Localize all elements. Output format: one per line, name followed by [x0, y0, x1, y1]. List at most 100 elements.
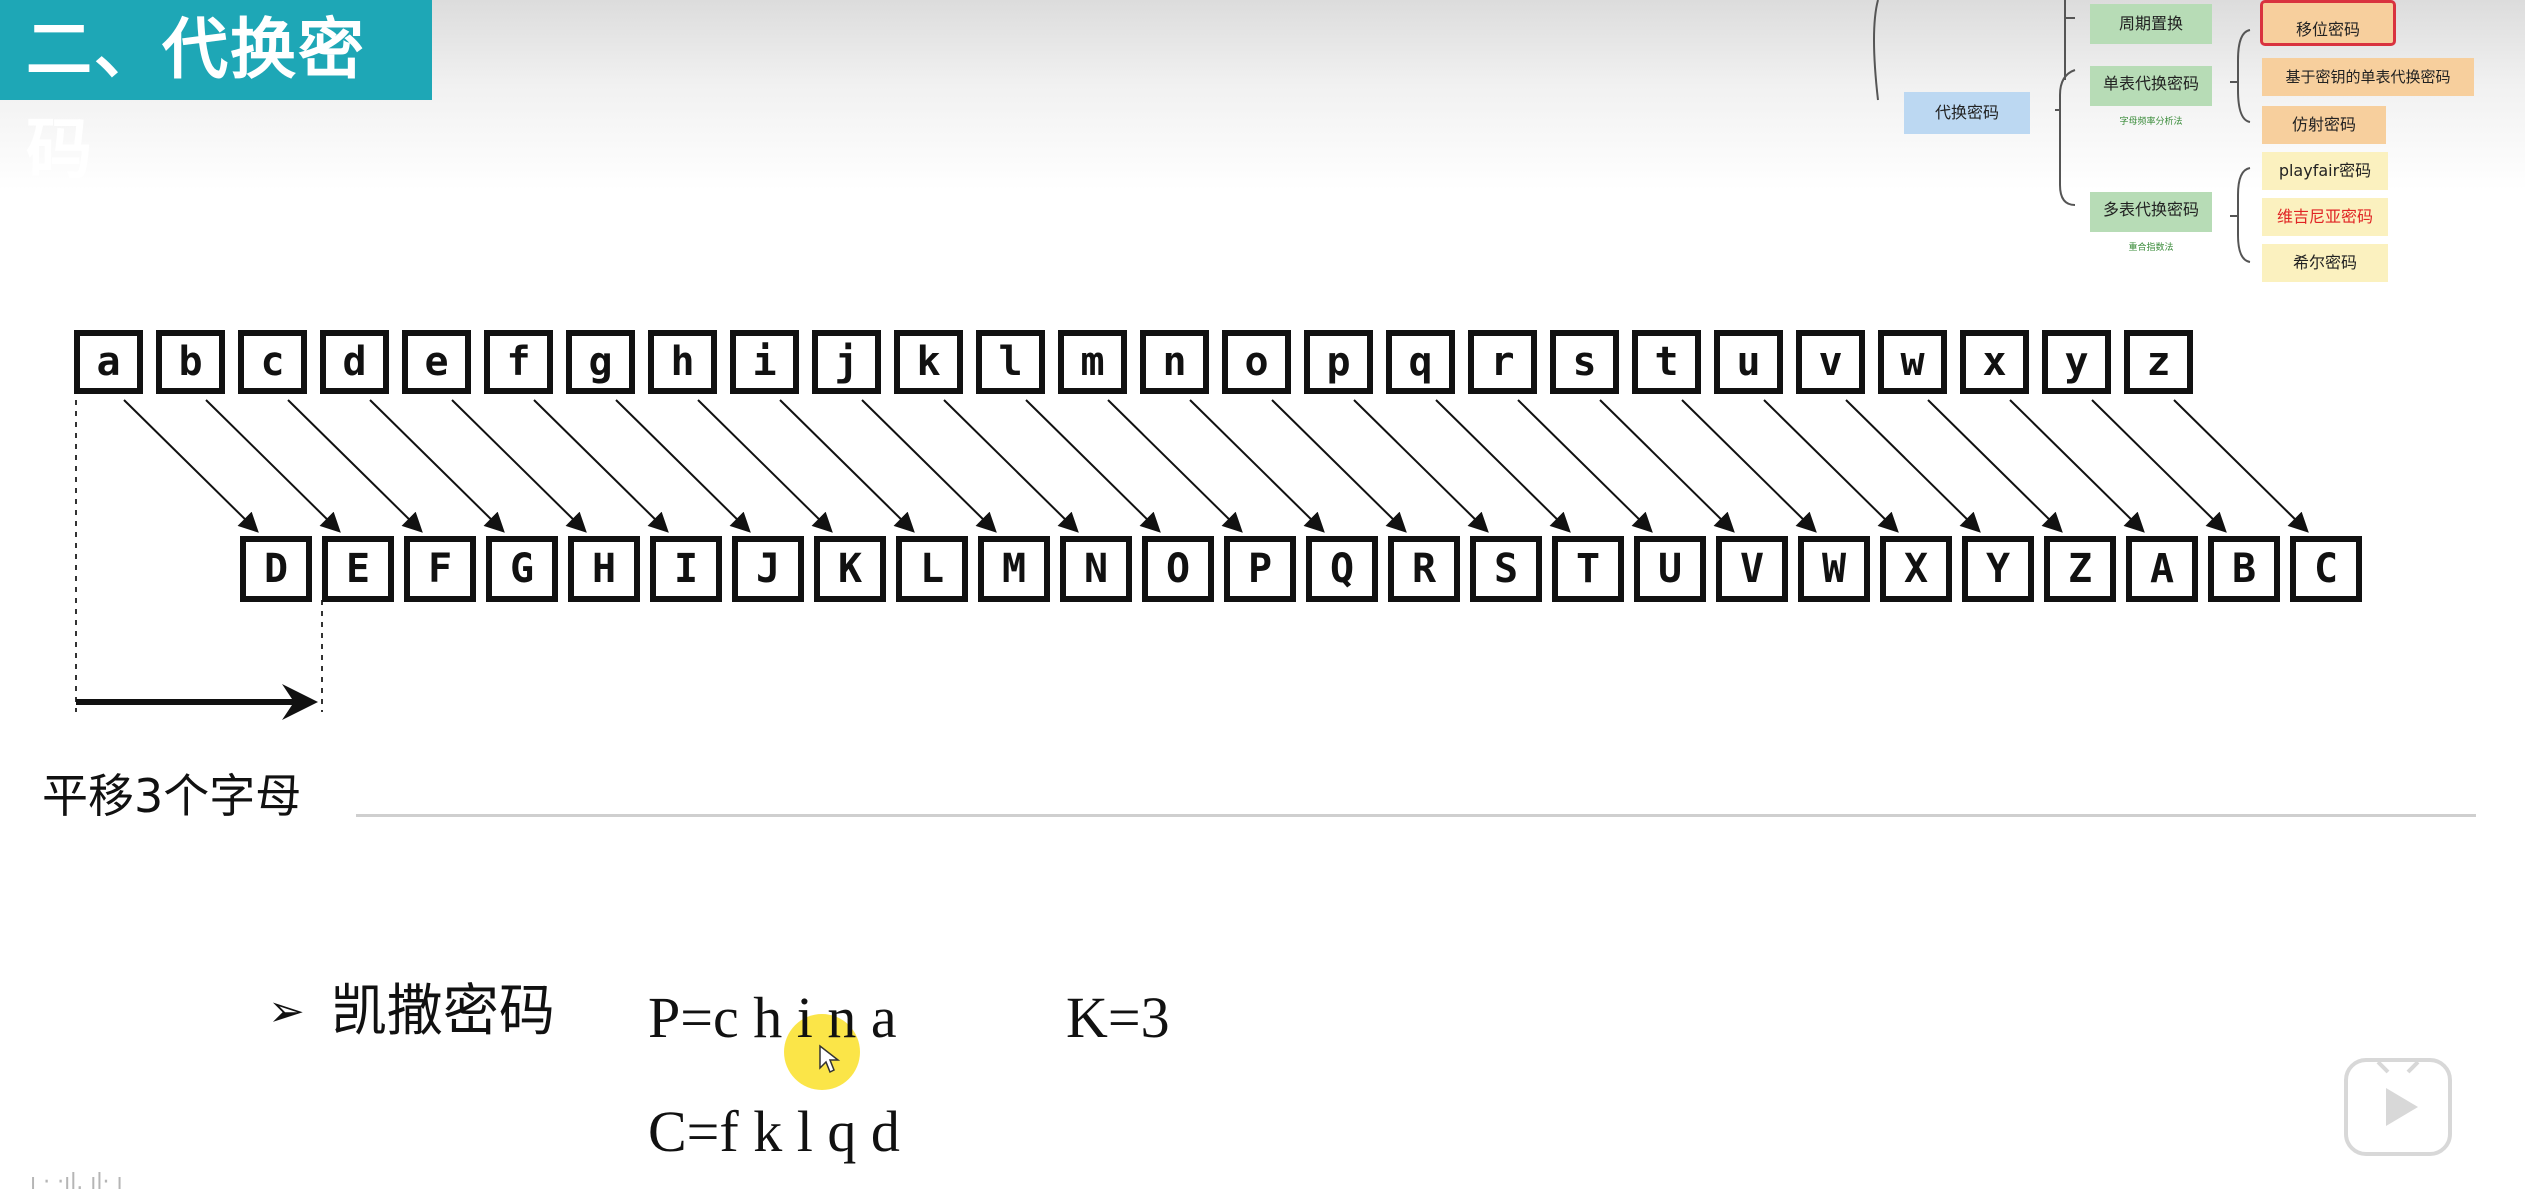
mapping-arrow — [697, 399, 833, 533]
cipher-letter-box: I — [650, 536, 722, 602]
mapping-arrow — [1681, 399, 1817, 533]
mapping-arrow — [2091, 399, 2227, 533]
mapping-arrow — [943, 399, 1079, 533]
mapping-arrow — [369, 399, 505, 533]
cipher-letter-box: K — [814, 536, 886, 602]
plain-letter-box: k — [894, 330, 963, 394]
mindmap-vigenere-node: 维吉尼亚密码 — [2262, 198, 2388, 236]
cipher-letter-box: B — [2208, 536, 2280, 602]
cipher-letter-box: H — [568, 536, 640, 602]
mapping-arrow — [1107, 399, 1243, 533]
cipher-letter-box: D — [240, 536, 312, 602]
plain-letter-box: p — [1304, 330, 1373, 394]
mapping-arrow — [615, 399, 751, 533]
plain-letter-box: f — [484, 330, 553, 394]
plain-letter-box: r — [1468, 330, 1537, 394]
mindmap-affine-node: 仿射密码 — [2262, 106, 2386, 144]
mapping-arrow — [1763, 399, 1899, 533]
cipher-letter-box: P — [1224, 536, 1296, 602]
cipher-letter-box: V — [1716, 536, 1788, 602]
mindmap-connectors-right — [2230, 29, 2251, 263]
ciphertext-formula: C=f k l q d — [648, 1099, 900, 1164]
plaintext-formula: P=c h i n a — [648, 985, 897, 1050]
plain-letter-box: u — [1714, 330, 1783, 394]
cipher-letter-box: F — [404, 536, 476, 602]
cipher-letter-box: W — [1798, 536, 1870, 602]
mindmap-shift-cipher-node: 移位密码 — [2260, 0, 2396, 46]
plain-letter-box: c — [238, 330, 307, 394]
plain-letter-box: l — [976, 330, 1045, 394]
mindmap-mono-node: 单表代换密码 字母频率分析法 — [2090, 66, 2212, 127]
mapping-arrow — [1271, 399, 1407, 533]
mindmap-keyed-mono-node: 基于密钥的单表代换密码 — [2262, 58, 2474, 96]
plain-letter-box: i — [730, 330, 799, 394]
mapping-arrow — [123, 399, 259, 533]
mapping-arrow — [205, 399, 341, 533]
cipher-letter-box: E — [322, 536, 394, 602]
mapping-arrow — [1599, 399, 1735, 533]
cipher-letter-box: X — [1880, 536, 1952, 602]
caesar-label: 凯撒密码 — [330, 979, 555, 1044]
mapping-arrow — [1353, 399, 1489, 533]
mapping-arrow — [779, 399, 915, 533]
plain-letter-box: x — [1960, 330, 2029, 394]
mindmap-periodic-node: 周期置换 — [2090, 4, 2212, 44]
plain-letter-box: e — [402, 330, 471, 394]
cipher-letter-box: N — [1060, 536, 1132, 602]
cipher-letter-box: L — [896, 536, 968, 602]
plain-letter-box: w — [1878, 330, 1947, 394]
plain-letter-box: j — [812, 330, 881, 394]
mapping-arrow — [533, 399, 669, 533]
cipher-letter-box: C — [2290, 536, 2362, 602]
cipher-letter-box: U — [1634, 536, 1706, 602]
cipher-letter-box: O — [1142, 536, 1214, 602]
plain-letter-box: v — [1796, 330, 1865, 394]
plain-letter-box: s — [1550, 330, 1619, 394]
shift-diagram-arrows — [75, 399, 2309, 720]
mapping-arrow — [1189, 399, 1325, 533]
mindmap-poly-node: 多表代换密码 重合指数法 — [2090, 192, 2212, 253]
mindmap-hill-node: 希尔密码 — [2262, 244, 2388, 282]
plain-letter-box: z — [2124, 330, 2193, 394]
plain-letter-box: n — [1140, 330, 1209, 394]
cipher-letter-box: Z — [2044, 536, 2116, 602]
plain-letter-box: t — [1632, 330, 1701, 394]
mapping-arrow — [451, 399, 587, 533]
plain-letter-box: h — [648, 330, 717, 394]
faint-bottom-text: ı · ·ıl. ıl· ı — [30, 1170, 123, 1195]
shift-caption: 平移3个字母 — [42, 769, 302, 823]
mapping-arrow — [287, 399, 423, 533]
cipher-letter-box: T — [1552, 536, 1624, 602]
mapping-arrow — [1927, 399, 2063, 533]
mapping-arrow — [1517, 399, 1653, 533]
cipher-letter-box: R — [1388, 536, 1460, 602]
cipher-letter-box: J — [732, 536, 804, 602]
play-icon — [2376, 1062, 2420, 1126]
mindmap-root-node: 代换密码 — [1904, 92, 2030, 134]
mapping-arrow — [1025, 399, 1161, 533]
cipher-letter-box: M — [978, 536, 1050, 602]
plain-letter-box: a — [74, 330, 143, 394]
key-formula: K=3 — [1066, 985, 1170, 1050]
mapping-arrow — [861, 399, 997, 533]
plain-letter-box: m — [1058, 330, 1127, 394]
plain-letter-box: g — [566, 330, 635, 394]
mapping-arrow — [1845, 399, 1981, 533]
cipher-letter-box: A — [2126, 536, 2198, 602]
plain-letter-box: b — [156, 330, 225, 394]
caesar-bullet: ➢ 凯撒密码 — [268, 966, 555, 1047]
mapping-arrow — [1435, 399, 1571, 533]
triangle-arrow-icon: ➢ — [268, 986, 305, 1037]
video-play-button[interactable] — [2344, 1058, 2452, 1156]
plain-letter-box: o — [1222, 330, 1291, 394]
mindmap-connectors — [1873, 0, 2076, 206]
slide-title: 二、代换密码 — [0, 0, 432, 188]
cipher-letter-box: G — [486, 536, 558, 602]
cipher-letter-box: S — [1470, 536, 1542, 602]
plain-letter-box: q — [1386, 330, 1455, 394]
divider-line — [356, 814, 2476, 817]
mindmap-playfair-node: playfair密码 — [2262, 152, 2388, 190]
plain-letter-box: d — [320, 330, 389, 394]
mapping-arrow — [2009, 399, 2145, 533]
plain-letter-box: y — [2042, 330, 2111, 394]
